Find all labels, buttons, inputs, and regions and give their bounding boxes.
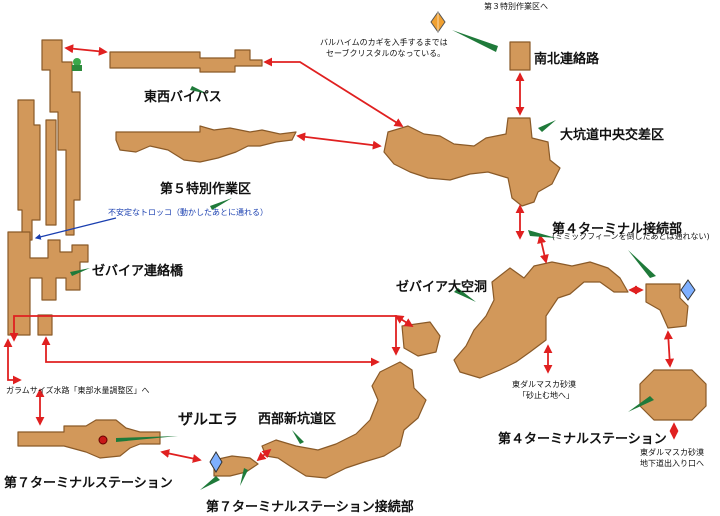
zebaia-bridge-lower (37, 314, 53, 336)
label-east-dalmasca-underground-2: 地下道出入り口へ (640, 459, 704, 468)
terminal7-station-room (17, 419, 161, 459)
label-terminal7-station: 第７ターミナルステーション (4, 476, 173, 491)
terminal4-junction-room (645, 283, 689, 329)
label-east-dalmasca-1: 東ダルマスカ砂漠 (512, 380, 576, 389)
label-central-crossing: 大坑道中央交差区 (560, 128, 665, 143)
zebaia-bridge-room (7, 231, 89, 336)
label-east-dalmasca-underground-1: 東ダルマスカ砂漠 (640, 448, 704, 457)
terminal4-station-room (639, 369, 707, 421)
label-terminal4-junction: 第４ターミナル接続部 (552, 222, 683, 237)
teleport-crystal-icon (209, 451, 223, 473)
east-west-bypass-room (109, 49, 263, 73)
label-terminal4-station: 第４ターミナルステーション (498, 432, 667, 447)
label-special-work-5: 第５特別作業区 (160, 182, 252, 197)
label-terminal4-junction-note: (ミミックフィーンを倒したあとは通れない) (552, 232, 710, 241)
label-zebaia-bridge: ゼバイア連絡橋 (92, 264, 184, 279)
label-to-special-work-3: 第３特別作業区へ (484, 2, 548, 11)
label-zebaia-cavern: ゼバイア大空洞 (396, 280, 488, 295)
label-east-dalmasca-2: 「砂止む地へ」 (518, 391, 574, 400)
label-terminal7-junction: 第７ターミナルステーション接続部 (206, 500, 414, 515)
central-crossing-room (383, 117, 561, 207)
green-npc-icon (72, 58, 82, 71)
west-corridor-room (41, 39, 81, 236)
north-south-passage-room (509, 41, 531, 71)
west-corridor-room-left (17, 99, 41, 241)
label-crystal-note-2: セーブクリスタルのなっている。 (326, 49, 446, 58)
special-work-5-room (115, 125, 297, 163)
label-trolley-note: 不安定なトロッコ（動かしたあとに通れる） (108, 208, 268, 217)
label-to-garamsythe: ガラムサイズ水路「東部水量調整区」へ (6, 386, 150, 395)
label-crystal-note-1: バルハイムのカギを入手するまでは (320, 38, 448, 47)
boss-marker-icon (98, 435, 108, 445)
label-boss: ザルエラ (178, 410, 239, 428)
west-new-tunnel-room (261, 361, 427, 479)
label-east-west-bypass: 東西バイパス (144, 90, 222, 105)
label-west-new-tunnel: 西部新坑道区 (258, 412, 337, 427)
teleport-crystal-icon (680, 279, 696, 301)
west-new-tunnel-upper (401, 321, 441, 357)
save-crystal-icon (430, 11, 446, 33)
label-north-south-passage: 南北連絡路 (534, 52, 600, 67)
west-corridor-room-inner (45, 119, 57, 226)
zebaia-cavern-room (453, 261, 629, 379)
